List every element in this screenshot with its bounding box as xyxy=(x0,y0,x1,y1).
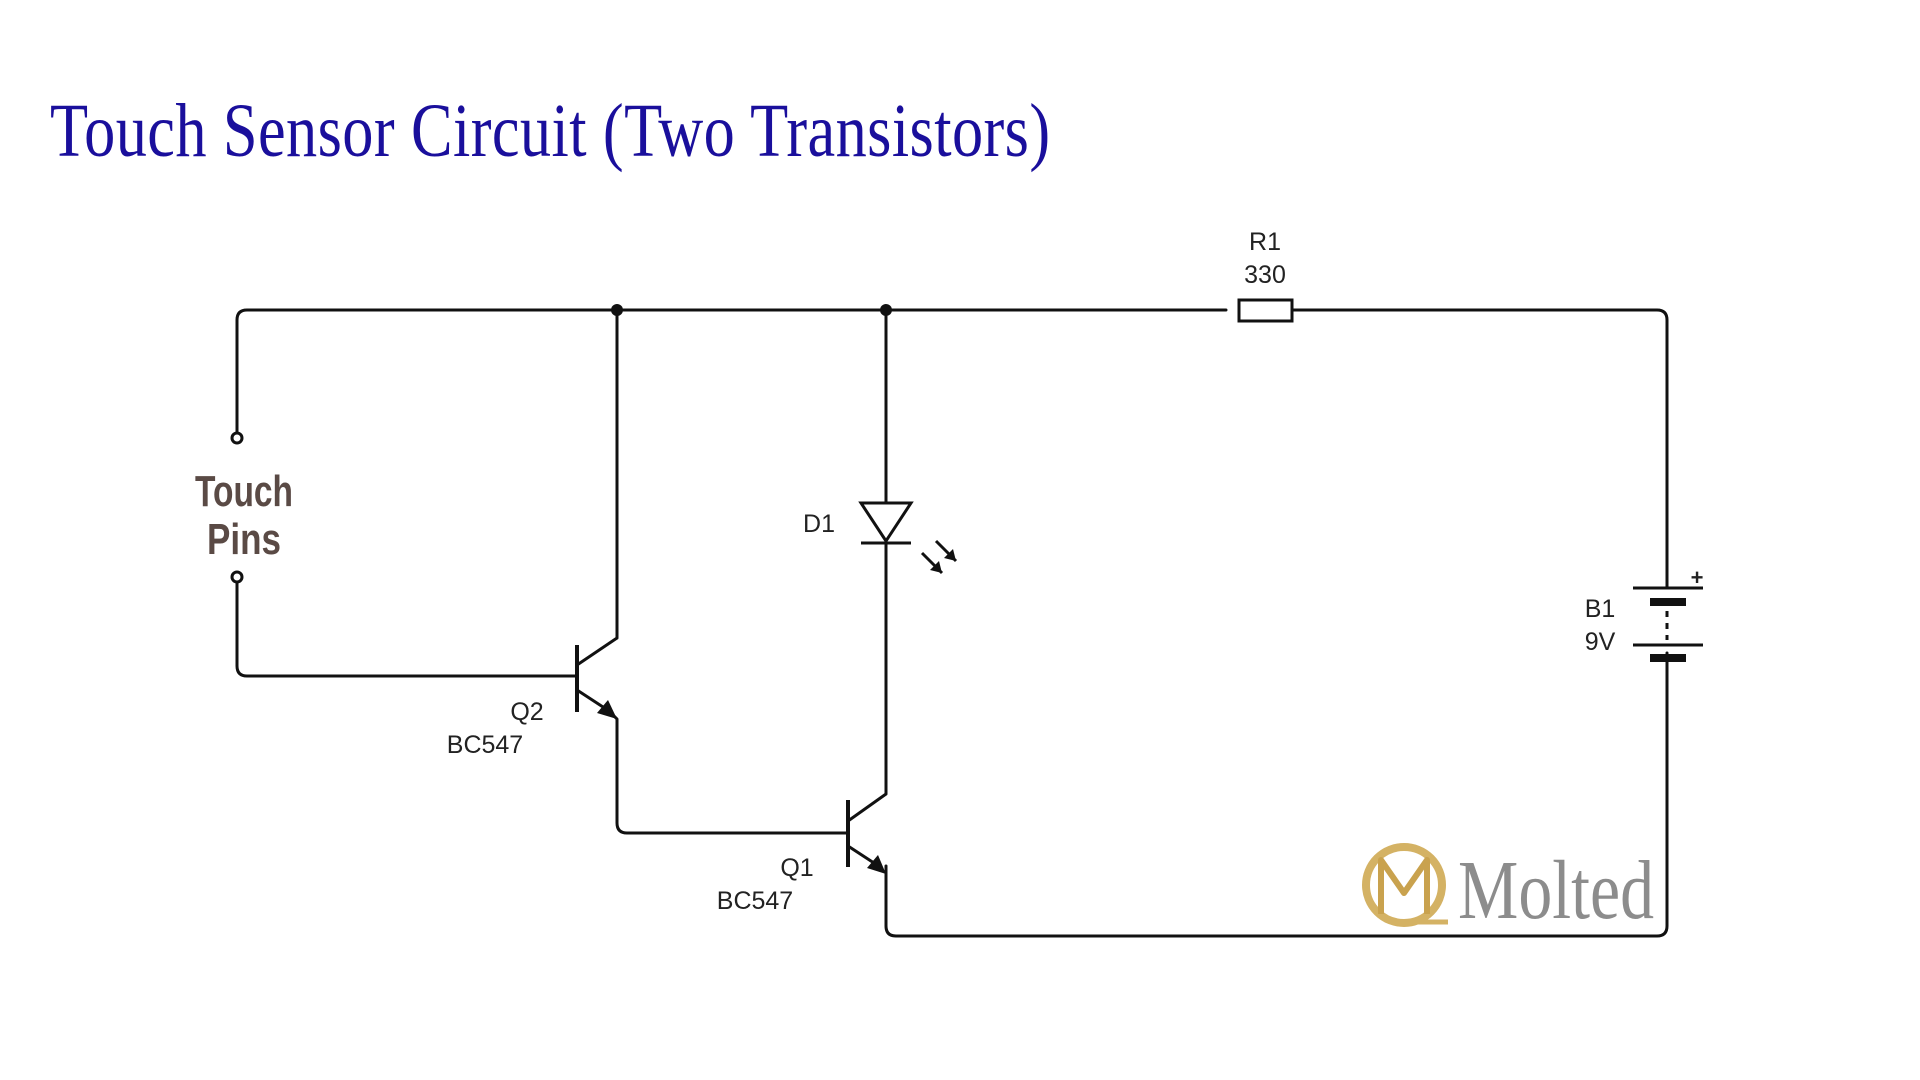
touch-pin-bottom-icon xyxy=(230,570,244,584)
led-d1: D1 xyxy=(803,501,958,575)
junction-dot xyxy=(611,304,623,316)
r1-ref: R1 xyxy=(1249,228,1281,256)
q1-ref: Q1 xyxy=(780,854,813,882)
b1-ref: B1 xyxy=(1585,595,1616,623)
junction-dot xyxy=(880,304,892,316)
r1-value: 330 xyxy=(1244,261,1286,289)
touch-label-line2: Pins xyxy=(207,515,281,564)
q1-value: BC547 xyxy=(717,887,793,915)
transistor-q2: Q2 BC547 xyxy=(447,636,618,759)
led-icon xyxy=(858,501,958,575)
b1-polarity: + xyxy=(1691,565,1704,590)
wires xyxy=(235,308,1669,938)
b1-value: 9V xyxy=(1585,628,1616,656)
touch-pin-top-icon xyxy=(230,431,244,445)
q2-ref: Q2 xyxy=(510,698,543,726)
npn-transistor-icon xyxy=(846,792,887,874)
npn-transistor-icon xyxy=(575,636,618,719)
resistor-r1: R1 330 xyxy=(1237,228,1294,323)
molted-logo-icon xyxy=(1362,843,1448,927)
transistor-q1: Q1 BC547 xyxy=(717,792,887,915)
battery-icon xyxy=(1633,586,1703,662)
battery-b1: + B1 9V xyxy=(1585,565,1704,662)
d1-ref: D1 xyxy=(803,510,835,538)
page-title: Touch Sensor Circuit (Two Transistors) xyxy=(50,89,1051,173)
watermark: Molted xyxy=(1362,843,1654,937)
watermark-text: Molted xyxy=(1458,844,1654,937)
touch-label-line1: Touch xyxy=(195,467,293,516)
q2-value: BC547 xyxy=(447,731,523,759)
resistor-icon xyxy=(1237,298,1294,323)
